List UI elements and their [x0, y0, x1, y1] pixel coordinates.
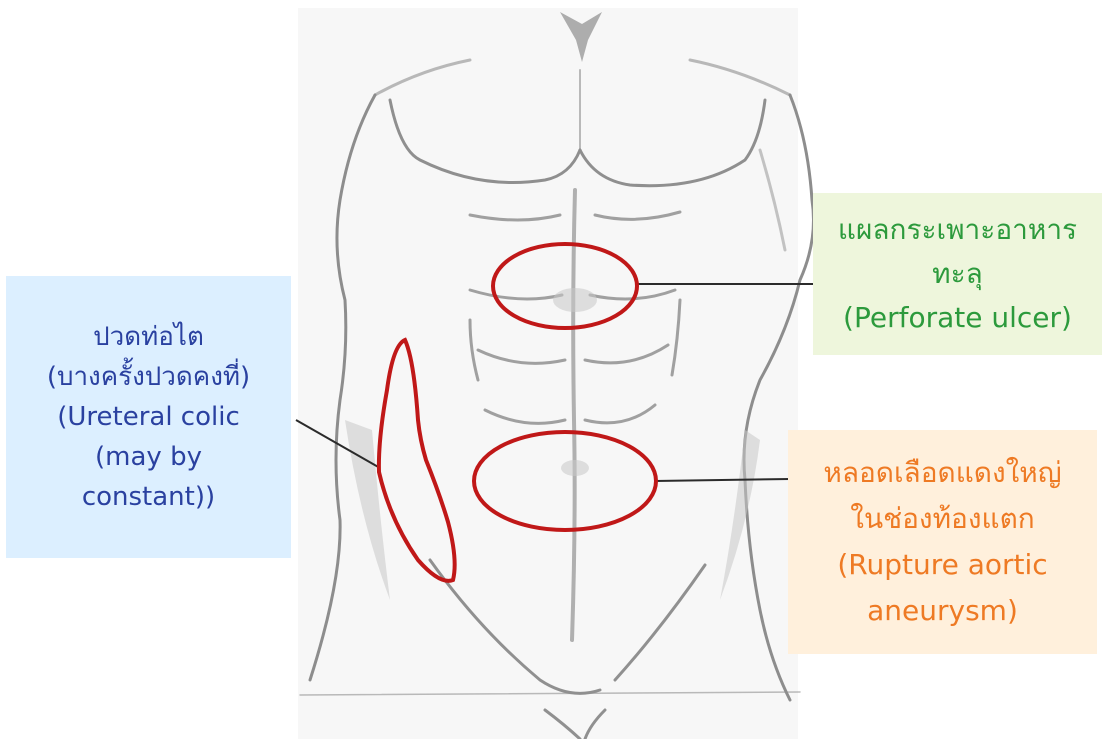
callout-line: (may by	[95, 437, 202, 477]
callout-line: ปวดท่อไต	[93, 317, 204, 357]
callout-ureteral-colic: ปวดท่อไต (บางครั้งปวดคงที่) (Ureteral co…	[6, 276, 291, 558]
callout-line: (Ureteral colic	[57, 397, 240, 437]
callout-line: (บางครั้งปวดคงที่)	[47, 357, 250, 397]
callout-line: (Rupture aortic	[837, 542, 1047, 588]
callout-line: แผลกระเพาะอาหาร	[838, 208, 1077, 252]
callout-ruptured-aortic-aneurysm: หลอดเลือดแดงใหญ่ ในช่องท้องแตก (Rupture …	[788, 430, 1097, 654]
callout-line: aneurysm)	[867, 588, 1018, 634]
callout-line: constant))	[82, 477, 215, 517]
sketch-paper	[298, 8, 798, 739]
callout-perforated-ulcer: แผลกระเพาะอาหาร ทะลุ (Perforate ulcer)	[813, 193, 1102, 355]
callout-line: ทะลุ	[932, 252, 983, 296]
callout-line: ในช่องท้องแตก	[850, 496, 1034, 542]
callout-line: หลอดเลือดแดงใหญ่	[823, 450, 1061, 496]
callout-line: (Perforate ulcer)	[843, 296, 1072, 340]
